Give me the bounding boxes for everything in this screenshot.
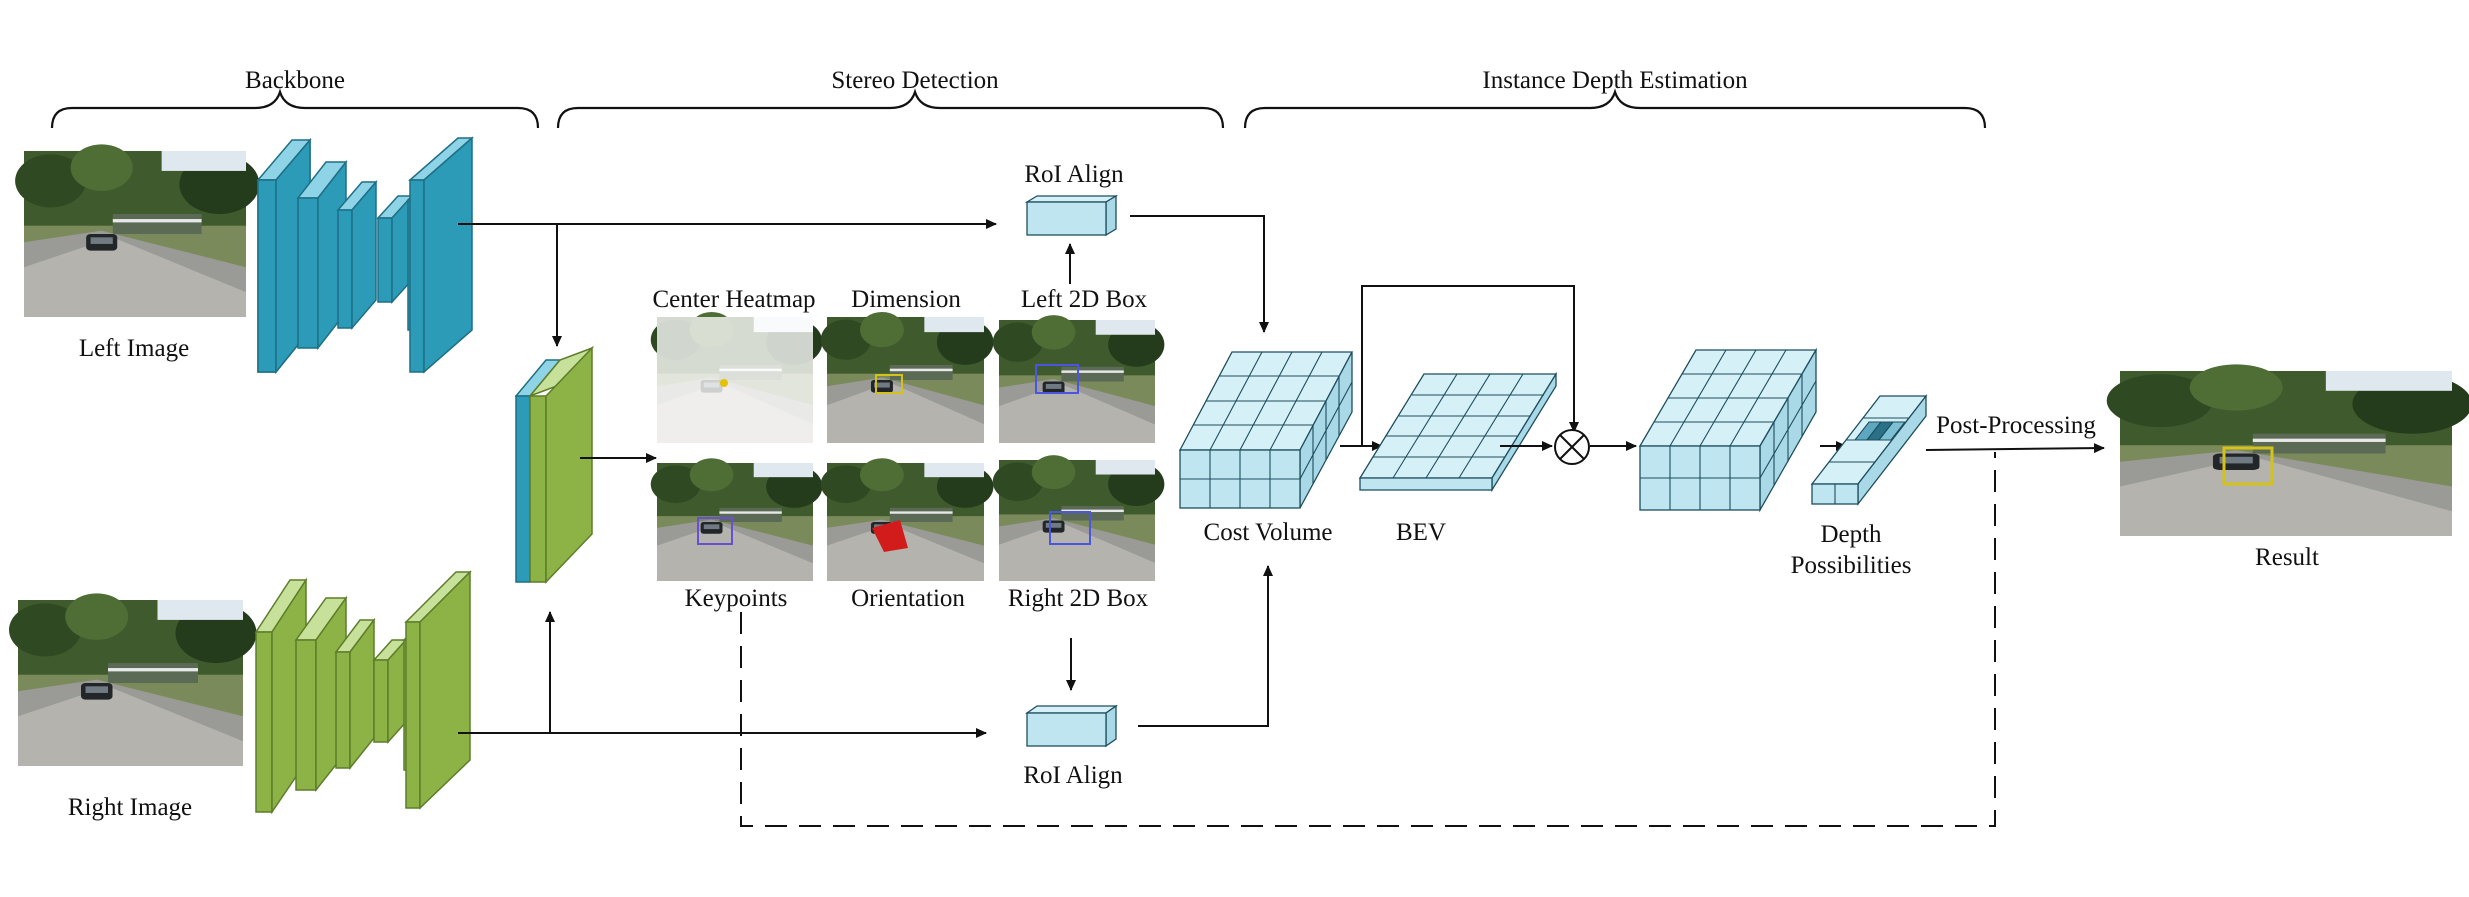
center-heatmap-label: Center Heatmap — [652, 286, 815, 313]
right-backbone-network — [254, 570, 472, 815]
keypoints-label: Keypoints — [685, 585, 788, 612]
left-image — [15, 144, 260, 317]
depth-possibilities-label-line1: Depth — [1820, 521, 1882, 548]
left-image-label: Left Image — [79, 335, 189, 362]
left-2d-box-thumbnail — [992, 315, 1165, 443]
multiply-node — [1500, 429, 1637, 465]
result-label: Result — [2255, 544, 2319, 571]
right-2d-box-thumbnail — [992, 455, 1165, 581]
depth-possibilities-bar — [1810, 394, 1928, 506]
left-2d-box-label: Left 2D Box — [1021, 286, 1148, 313]
right-image-label: Right Image — [68, 794, 192, 821]
roi-align-bottom-block — [1024, 704, 1119, 748]
right-image — [9, 593, 257, 766]
section-title-instance-depth: Instance Depth Estimation — [1482, 67, 1748, 94]
bev-label: BEV — [1396, 519, 1446, 546]
result-image — [2106, 364, 2469, 536]
section-brace-stereo-detection — [556, 88, 1225, 129]
depth-possibilities-label-line2: Possibilities — [1791, 552, 1912, 579]
keypoints-to-post-processing-dashed — [740, 452, 1996, 827]
fused-feature-map — [514, 346, 595, 584]
section-brace-backbone — [50, 88, 540, 129]
section-brace-instance-depth — [1243, 88, 1987, 129]
right-2d-box-label: Right 2D Box — [1008, 585, 1149, 612]
dimension-label: Dimension — [851, 286, 961, 313]
cost-volume-to-bev-arrows — [1340, 285, 1579, 451]
section-title-stereo-detection: Stereo Detection — [831, 67, 999, 94]
orientation-label: Orientation — [851, 585, 965, 612]
bev-plane — [1358, 371, 1558, 493]
roi-align-bottom-label: RoI Align — [1023, 762, 1123, 789]
post-processing-arrow — [1925, 443, 2105, 454]
center-heatmap-thumbnail — [650, 311, 823, 443]
depth-volume — [1638, 347, 1818, 513]
post-processing-label: Post-Processing — [1936, 412, 2096, 439]
left-backbone-network — [256, 136, 474, 375]
section-title-backbone: Backbone — [245, 67, 345, 94]
dimension-thumbnail — [820, 311, 994, 443]
roi-to-cost-volume-arrows — [1130, 215, 1273, 727]
roi-align-top-block — [1024, 194, 1119, 237]
roi-align-top-label: RoI Align — [1024, 161, 1124, 188]
cost-volume — [1178, 351, 1354, 509]
keypoints-thumbnail — [650, 458, 823, 581]
orientation-thumbnail — [820, 458, 994, 581]
cost-volume-label: Cost Volume — [1204, 519, 1333, 546]
backbone-connections — [458, 219, 997, 738]
